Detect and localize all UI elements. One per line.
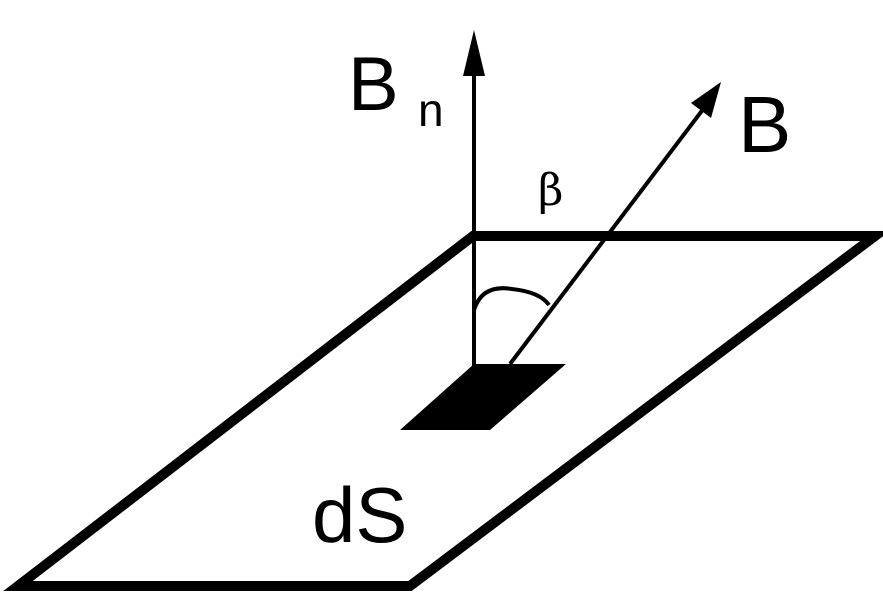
normal-label-main: B: [348, 42, 399, 127]
area-label: dS: [312, 471, 407, 559]
normal-label: B: [348, 42, 399, 127]
angle-arc: [472, 286, 551, 311]
normal-vector-arrowhead: [463, 30, 485, 76]
area-element: [400, 364, 566, 430]
field-vector-arrowhead: [691, 82, 721, 118]
field-label: B: [738, 80, 791, 169]
normal-label-subscript: n: [418, 84, 444, 136]
angle-label: β: [538, 165, 563, 216]
surface-plane: [3, 231, 883, 591]
field-vector-shaft: [508, 106, 706, 366]
